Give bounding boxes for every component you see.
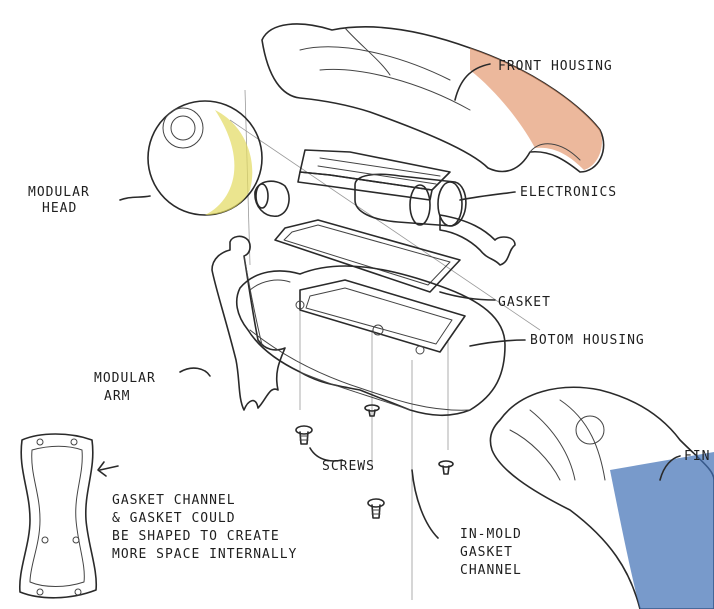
- electronics-board: [300, 150, 450, 190]
- label-electronics: ELECTRONICS: [520, 185, 617, 200]
- label-screws: SCREWS: [322, 459, 375, 474]
- label-gasket-note-1: GASKET CHANNEL: [112, 493, 236, 508]
- construction-guides: [230, 90, 540, 600]
- modular-head-connector: [255, 181, 289, 216]
- label-gasket: GASKET: [498, 295, 551, 310]
- fin: [490, 387, 714, 609]
- label-gasket-note-3: BE SHAPED TO CREATE: [112, 529, 280, 544]
- label-modular-head-1: MODULAR: [28, 185, 90, 200]
- label-modular-arm-1: MODULAR: [94, 371, 156, 386]
- screw: [368, 499, 384, 518]
- label-gasket-note-4: MORE SPACE INTERNALLY: [112, 547, 297, 562]
- gasket: [275, 220, 460, 292]
- bottom-housing: [237, 266, 505, 415]
- screw: [296, 426, 312, 444]
- label-fin: FIN: [684, 449, 710, 464]
- label-modular-arm-2: ARM: [104, 389, 130, 404]
- label-front-housing: FRONT HOUSING: [498, 59, 613, 74]
- modular-head: [148, 101, 289, 216]
- modular-arm: [212, 236, 285, 410]
- label-inmold-3: CHANNEL: [460, 563, 522, 578]
- label-gasket-note-2: & GASKET COULD: [112, 511, 236, 526]
- label-modular-head-2: HEAD: [42, 201, 77, 216]
- gasket-channel-topview: [20, 434, 96, 598]
- label-inmold-1: IN-MOLD: [460, 527, 522, 542]
- screw: [439, 461, 453, 474]
- label-bottom-housing: BOTOM HOUSING: [530, 333, 645, 348]
- label-inmold-2: GASKET: [460, 545, 513, 560]
